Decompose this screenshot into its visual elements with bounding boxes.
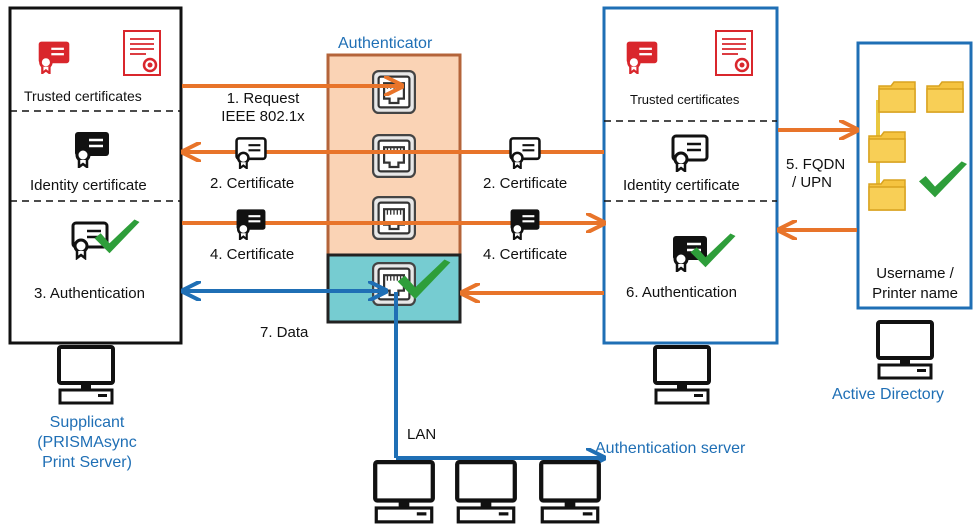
ad-monitor-icon (876, 320, 934, 380)
certificate-icon (509, 208, 541, 240)
cert-flow-4-right: 4. Certificate (483, 246, 568, 263)
folder-icon (926, 81, 964, 113)
lan-label: LAN (407, 426, 437, 443)
cert-flow-2-left: 2. Certificate (210, 175, 295, 192)
lan-client-monitor-icon (541, 462, 599, 522)
server-identity-label: Identity certificate (623, 177, 740, 194)
request-line: IEEE 802.1x (221, 108, 305, 125)
folder-icon (878, 81, 916, 113)
request-line: 1. Request (226, 90, 300, 107)
supplicant-trusted-label: Trusted certificates (24, 88, 142, 104)
ethernet-port-icon (372, 196, 416, 240)
certificate-icon (235, 137, 267, 169)
server-auth-label: 6. Authentication (626, 284, 737, 301)
ethernet-port-icon (372, 70, 416, 114)
supplicant-caption-line: Supplicant (49, 414, 125, 431)
folder-icon (868, 179, 906, 211)
certificate-icon (235, 208, 267, 240)
ethernet-port-icon (372, 134, 416, 178)
cert-flow-4-left: 4. Certificate (210, 246, 295, 263)
supplicant-caption: Supplicant (PRISMAsync Print Server) (22, 413, 152, 473)
lan-client-monitor-icon (457, 462, 515, 522)
supplicant-caption-line: Print Server) (42, 454, 132, 471)
data-flow-label: 7. Data (260, 324, 309, 341)
fqdn-line: / UPN (792, 174, 833, 191)
lan-client-monitor-icon (375, 462, 433, 522)
server-trusted-label: Trusted certificates (630, 92, 740, 107)
fqdn-label: 5. FQDN / UPN (786, 156, 845, 192)
supplicant-monitor-icon (57, 345, 115, 405)
directory-entry-label: Username / Printer name (860, 264, 970, 304)
fqdn-line: 5. FQDN (786, 156, 846, 173)
server-trusted-cert-document-icon (714, 29, 754, 77)
request-label: 1. Request IEEE 802.1x (208, 90, 318, 126)
blue-data-arrows (183, 291, 604, 460)
supplicant-auth-label: 3. Authentication (34, 285, 145, 302)
active-directory-caption: Active Directory (832, 386, 945, 403)
cert-flow-2-right: 2. Certificate (483, 175, 568, 192)
authenticator-title: Authenticator (338, 35, 433, 52)
supplicant-identity-label: Identity certificate (30, 177, 147, 194)
supplicant-caption-line: (PRISMAsync (37, 434, 137, 451)
certificate-icon (509, 137, 541, 169)
directory-entry-line: Username / (876, 265, 954, 282)
trusted-cert-document-icon (122, 29, 162, 77)
server-monitor-icon (653, 345, 711, 405)
folder-icon (868, 131, 906, 163)
auth-server-caption: Authentication server (595, 440, 746, 457)
directory-entry-line: Printer name (872, 285, 958, 302)
